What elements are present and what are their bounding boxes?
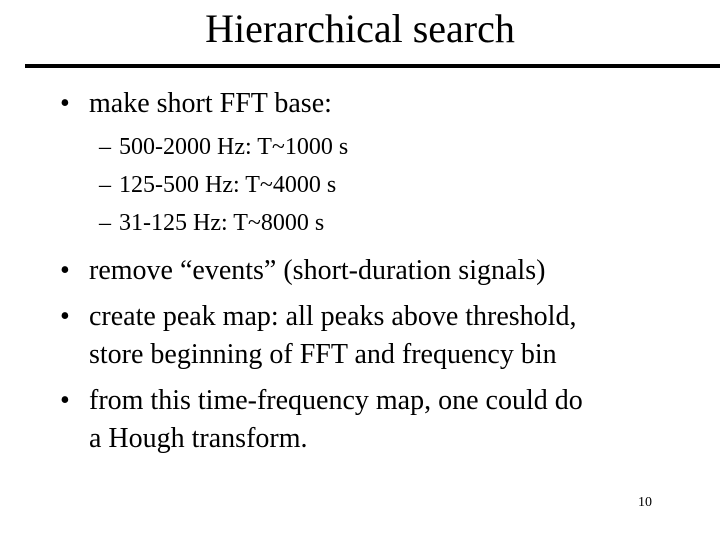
slide-title: Hierarchical search [205,6,515,51]
sub-bullet-text: 500-2000 Hz: T~1000 s [119,134,349,160]
bullet-mark: • [60,88,70,119]
bullet-text-line: create peak map: all peaks above thresho… [89,301,577,332]
sub-bullet-text: 31-125 Hz: T~8000 s [119,210,325,236]
bullet-mark: • [60,385,70,416]
bullet-text: remove “events” (short-duration signals) [89,255,546,286]
dash-mark: – [99,210,111,236]
bullet-text-line: a Hough transform. [89,423,308,454]
title-divider [25,64,720,68]
bullet-mark: • [60,255,70,286]
sub-bullet-text: 125-500 Hz: T~4000 s [119,172,337,198]
bullet-text: make short FFT base: [89,88,332,119]
bullet-text-line: store beginning of FFT and frequency bin [89,339,557,370]
bullet-mark: • [60,301,70,332]
dash-mark: – [99,172,111,198]
page-number: 10 [638,495,652,510]
bullet-text-line: from this time-frequency map, one could … [89,385,583,416]
dash-mark: – [99,134,111,160]
